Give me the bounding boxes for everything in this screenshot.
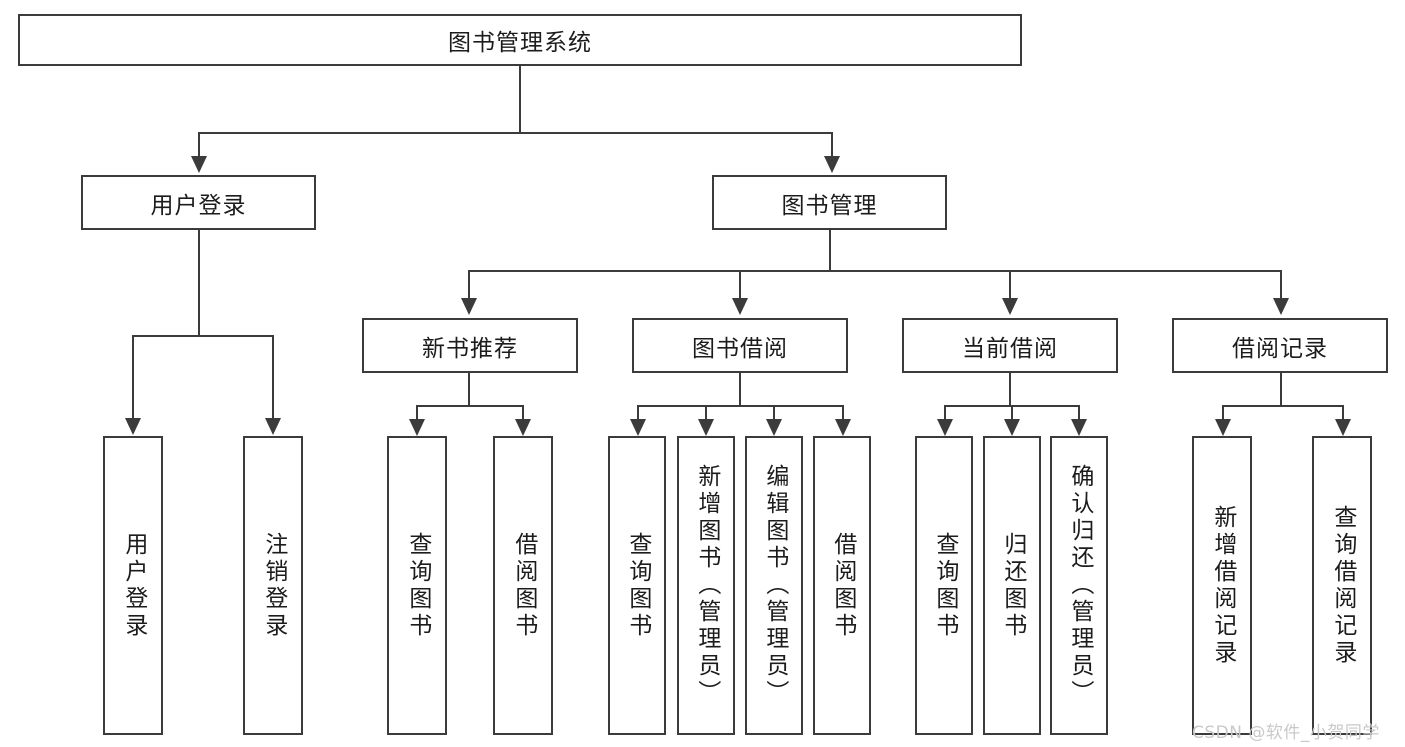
arrowhead-root-to-user-login bbox=[191, 156, 207, 173]
csdn-watermark: CSDN @软件_小贺同学 bbox=[1192, 723, 1380, 743]
connector-bm-to-new-book-recommend bbox=[468, 270, 470, 300]
leaf-add-book[interactable]: 新增图书（管理员） bbox=[677, 436, 735, 735]
node-label: 借阅图书 bbox=[829, 531, 856, 640]
connector-bb-to-leaf-2 bbox=[705, 405, 707, 421]
connector-bb-to-leaf-4 bbox=[842, 405, 844, 421]
node-label: 查询借阅记录 bbox=[1329, 504, 1356, 667]
connector-borrow-record-stem bbox=[1280, 373, 1282, 405]
connector-br-to-leaf-1 bbox=[1222, 405, 1224, 421]
connector-bb-to-leaf-3 bbox=[773, 405, 775, 421]
connector-bm-to-book-borrow bbox=[739, 270, 741, 300]
connector-root-stem bbox=[519, 66, 521, 132]
connector-bm-to-current-borrow bbox=[1009, 270, 1011, 300]
leaf-user-logout[interactable]: 注销登录 bbox=[243, 436, 303, 735]
node-new-book-recommend[interactable]: 新书推荐 bbox=[362, 318, 578, 373]
arrowhead-cb-to-leaf-2 bbox=[1004, 419, 1020, 436]
node-label: 用户登录 bbox=[120, 531, 147, 640]
connector-current-borrow-stem bbox=[1009, 373, 1011, 405]
node-borrow-record[interactable]: 借阅记录 bbox=[1172, 318, 1388, 373]
leaf-user-login[interactable]: 用户登录 bbox=[103, 436, 163, 735]
node-book-borrow[interactable]: 图书借阅 bbox=[632, 318, 848, 373]
arrowhead-bm-to-current-borrow bbox=[1002, 298, 1018, 315]
connector-root-to-user-login bbox=[198, 132, 200, 159]
node-book-management[interactable]: 图书管理 bbox=[712, 175, 947, 230]
leaf-borrow-book-1[interactable]: 借阅图书 bbox=[493, 436, 553, 735]
node-label: 编辑图书（管理员） bbox=[761, 464, 788, 707]
arrowhead-user-login-to-leaf-1 bbox=[125, 418, 141, 435]
connector-book-management-stem bbox=[829, 230, 831, 270]
node-label: 新书推荐 bbox=[422, 335, 518, 362]
connector-bb-to-leaf-1 bbox=[637, 405, 639, 421]
leaf-add-borrow-record[interactable]: 新增借阅记录 bbox=[1192, 436, 1252, 735]
connector-book-borrow-bus bbox=[637, 405, 842, 407]
connector-user-login-to-leaf-2 bbox=[272, 335, 274, 420]
node-label: 归还图书 bbox=[999, 531, 1026, 640]
leaf-query-book-2[interactable]: 查询图书 bbox=[608, 436, 666, 735]
connector-user-login-bus bbox=[132, 335, 272, 337]
arrowhead-bb-to-leaf-3 bbox=[766, 419, 782, 436]
connector-cb-to-leaf-3 bbox=[1078, 405, 1080, 421]
arrowhead-br-to-leaf-2 bbox=[1335, 419, 1351, 436]
connector-new-book-recommend-bus bbox=[416, 405, 522, 407]
connector-user-login-stem bbox=[198, 230, 200, 335]
node-label: 确认归还（管理员） bbox=[1066, 464, 1093, 707]
arrowhead-nbr-to-leaf-1 bbox=[409, 419, 425, 436]
connector-book-borrow-stem bbox=[739, 373, 741, 405]
node-label: 查询图书 bbox=[624, 531, 651, 640]
connector-user-login-to-leaf-1 bbox=[132, 335, 134, 420]
connector-cb-to-leaf-2 bbox=[1011, 405, 1013, 421]
connector-borrow-record-bus bbox=[1222, 405, 1342, 407]
arrowhead-cb-to-leaf-3 bbox=[1071, 419, 1087, 436]
arrowhead-root-to-book-management bbox=[824, 156, 840, 173]
leaf-query-book-3[interactable]: 查询图书 bbox=[915, 436, 973, 735]
connector-cb-to-leaf-1 bbox=[944, 405, 946, 421]
node-label: 新增借阅记录 bbox=[1209, 504, 1236, 667]
connector-root-to-book-management bbox=[831, 132, 833, 159]
arrowhead-br-to-leaf-1 bbox=[1215, 419, 1231, 436]
arrowhead-bm-to-borrow-record bbox=[1273, 298, 1289, 315]
node-label: 借阅记录 bbox=[1232, 335, 1328, 362]
node-label: 注销登录 bbox=[260, 531, 287, 640]
leaf-query-borrow-record[interactable]: 查询借阅记录 bbox=[1312, 436, 1372, 735]
connector-bm-to-borrow-record bbox=[1280, 270, 1282, 300]
node-current-borrow[interactable]: 当前借阅 bbox=[902, 318, 1118, 373]
arrowhead-bb-to-leaf-4 bbox=[835, 419, 851, 436]
node-label: 借阅图书 bbox=[510, 531, 537, 640]
node-label: 新增图书（管理员） bbox=[693, 464, 720, 707]
arrowhead-cb-to-leaf-1 bbox=[937, 419, 953, 436]
node-label: 当前借阅 bbox=[962, 335, 1058, 362]
connector-nbr-to-leaf-1 bbox=[416, 405, 418, 421]
arrowhead-nbr-to-leaf-2 bbox=[515, 419, 531, 436]
arrowhead-user-login-to-leaf-2 bbox=[265, 418, 281, 435]
arrowhead-bm-to-book-borrow bbox=[732, 298, 748, 315]
leaf-edit-book[interactable]: 编辑图书（管理员） bbox=[745, 436, 803, 735]
connector-book-management-bus bbox=[468, 270, 1280, 272]
arrowhead-bb-to-leaf-2 bbox=[698, 419, 714, 436]
leaf-borrow-book-2[interactable]: 借阅图书 bbox=[813, 436, 871, 735]
node-label: 用户登录 bbox=[150, 192, 247, 219]
node-root-book-management-system[interactable]: 图书管理系统 bbox=[18, 14, 1022, 66]
connector-root-bus bbox=[198, 132, 831, 134]
node-user-login[interactable]: 用户登录 bbox=[81, 175, 316, 230]
node-label: 查询图书 bbox=[404, 531, 431, 640]
arrowhead-bb-to-leaf-1 bbox=[630, 419, 646, 436]
connector-new-book-recommend-stem bbox=[468, 373, 470, 405]
node-label: 图书借阅 bbox=[692, 335, 788, 362]
node-label: 图书管理系统 bbox=[448, 30, 592, 56]
leaf-return-book[interactable]: 归还图书 bbox=[983, 436, 1041, 735]
leaf-confirm-return[interactable]: 确认归还（管理员） bbox=[1050, 436, 1108, 735]
connector-br-to-leaf-2 bbox=[1342, 405, 1344, 421]
node-label: 图书管理 bbox=[781, 192, 878, 219]
leaf-query-book-1[interactable]: 查询图书 bbox=[387, 436, 447, 735]
arrowhead-bm-to-new-book-recommend bbox=[461, 298, 477, 315]
connector-nbr-to-leaf-2 bbox=[522, 405, 524, 421]
node-label: 查询图书 bbox=[931, 531, 958, 640]
